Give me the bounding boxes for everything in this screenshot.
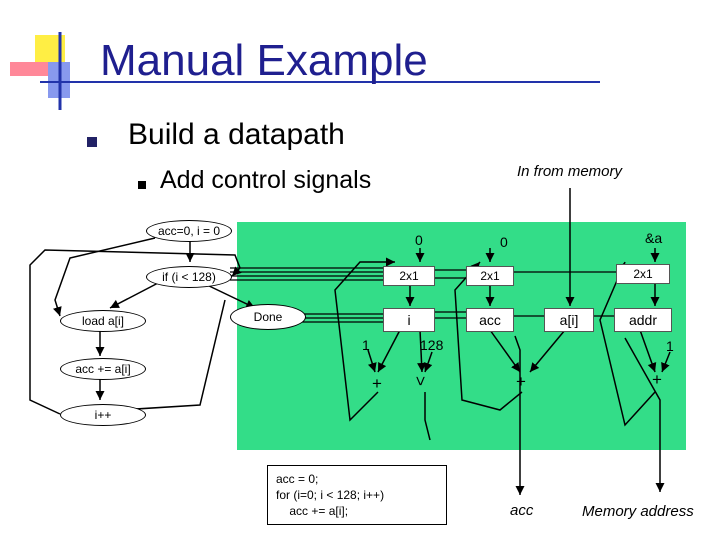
comparator-less-than: < <box>410 376 430 386</box>
mux-acc: 2x1 <box>466 266 514 286</box>
datapath-area <box>237 222 686 450</box>
const-address-a: &a <box>645 230 663 246</box>
adder-addr: + <box>652 370 662 389</box>
fsm-state-init: acc=0, i = 0 <box>146 220 232 242</box>
code-line-1: acc = 0; <box>276 472 319 486</box>
const-128: 128 <box>420 337 444 353</box>
fsm-arrow-cond-to-load <box>109 281 161 309</box>
fsm-state-increment: i++ <box>60 404 146 426</box>
code-note: acc = 0; for (i=0; i < 128; i++) acc += … <box>267 465 447 525</box>
adder-i: + <box>372 374 382 393</box>
const-one-left: 1 <box>362 337 370 353</box>
const-zero-mid: 0 <box>500 234 508 250</box>
bullet-add-control-signals: Add control signals <box>160 166 372 194</box>
fsm-state-load: load a[i] <box>60 310 146 332</box>
register-acc: acc <box>466 308 514 332</box>
register-addr: addr <box>614 308 672 332</box>
bullet-build-datapath: Build a datapath <box>128 118 345 151</box>
adder-acc: + <box>516 372 526 391</box>
mux-addr: 2x1 <box>616 264 670 284</box>
output-acc: acc <box>510 502 534 519</box>
fsm-arrow-init-to-load <box>53 237 156 317</box>
in-from-memory-label: In from memory <box>517 163 623 180</box>
code-line-3: acc += a[i]; <box>276 504 349 518</box>
fsm-arrow-incr-to-cond <box>119 299 226 411</box>
code-line-2: for (i=0; i < 128; i++) <box>276 488 385 502</box>
const-zero-left: 0 <box>415 232 423 248</box>
fsm-state-condition: if (i < 128) <box>146 266 232 288</box>
register-a-i: a[i] <box>544 308 594 332</box>
register-i: i <box>383 308 435 332</box>
fsm-arrow-cond-to-done <box>204 283 256 309</box>
bullet-square-icon <box>87 137 97 147</box>
output-memory-address: Memory address <box>582 503 694 520</box>
deco-pink-bar <box>10 62 58 76</box>
fsm-state-done: Done <box>230 304 306 330</box>
const-one-right: 1 <box>666 338 674 354</box>
slide-title: Manual Example <box>100 36 428 85</box>
fsm-state-accumulate: acc += a[i] <box>60 358 146 380</box>
sub-bullet-square-icon <box>138 181 146 189</box>
mux-i: 2x1 <box>383 266 435 286</box>
